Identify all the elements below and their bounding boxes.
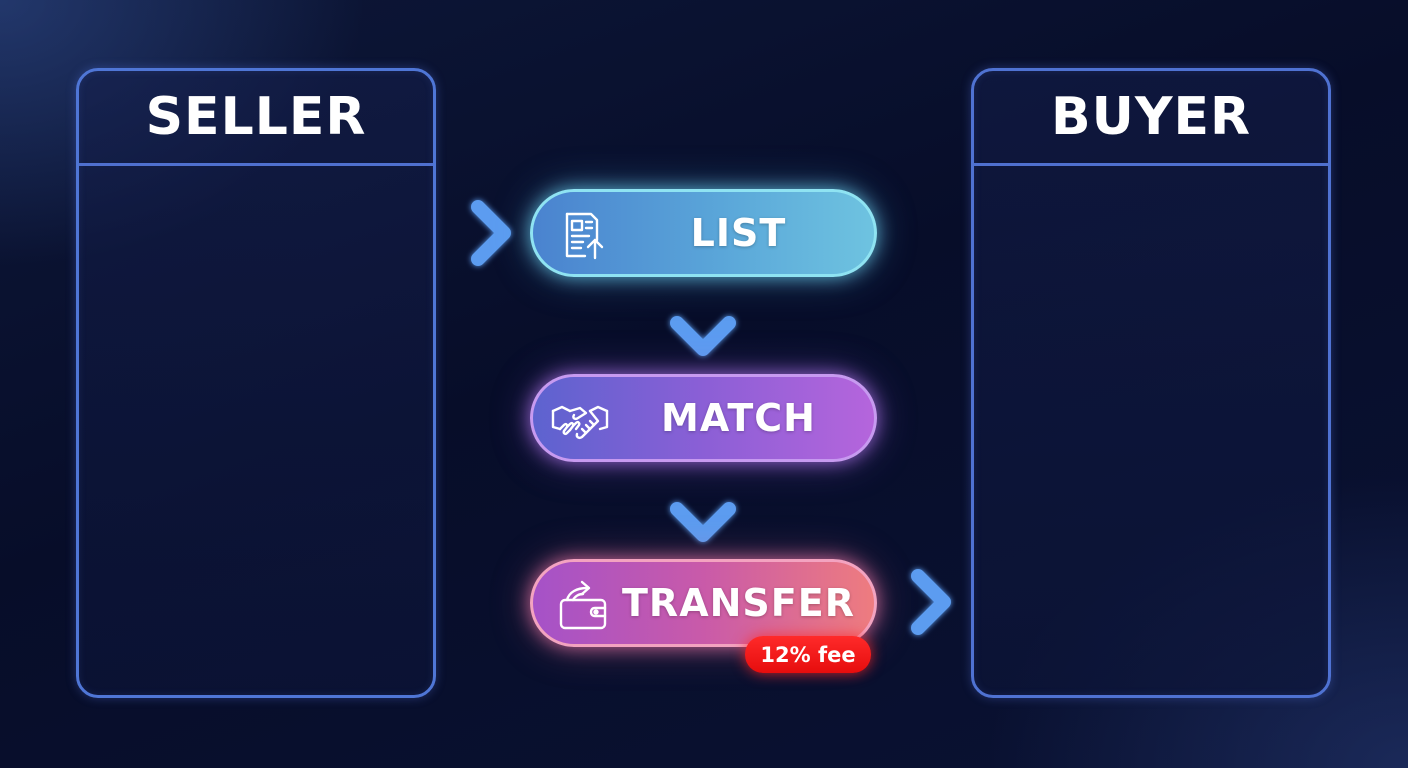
buyer-panel-header: BUYER [974, 71, 1328, 166]
step-match[interactable]: MATCH [530, 374, 877, 462]
handshake-icon [551, 405, 609, 439]
buyer-panel: BUYER [971, 68, 1331, 698]
buyer-title: BUYER [1050, 87, 1252, 147]
arrow-transfer-to-buyer [871, 569, 951, 635]
seller-panel-header: SELLER [79, 71, 433, 166]
wallet-transfer-icon [559, 580, 607, 630]
step-match-label: MATCH [661, 396, 816, 440]
step-list-label: LIST [690, 211, 787, 255]
arrow-match-to-transfer [670, 457, 736, 542]
step-list[interactable]: LIST [530, 189, 877, 277]
arrow-list-to-match [670, 272, 736, 356]
seller-panel: SELLER [76, 68, 436, 698]
arrow-seller-to-list [431, 200, 511, 266]
seller-title: SELLER [145, 87, 367, 147]
step-transfer-label: TRANSFER [622, 581, 855, 625]
fee-badge: 12% fee [745, 636, 871, 673]
list-upload-icon [565, 212, 604, 260]
step-transfer[interactable]: TRANSFER [530, 559, 877, 647]
